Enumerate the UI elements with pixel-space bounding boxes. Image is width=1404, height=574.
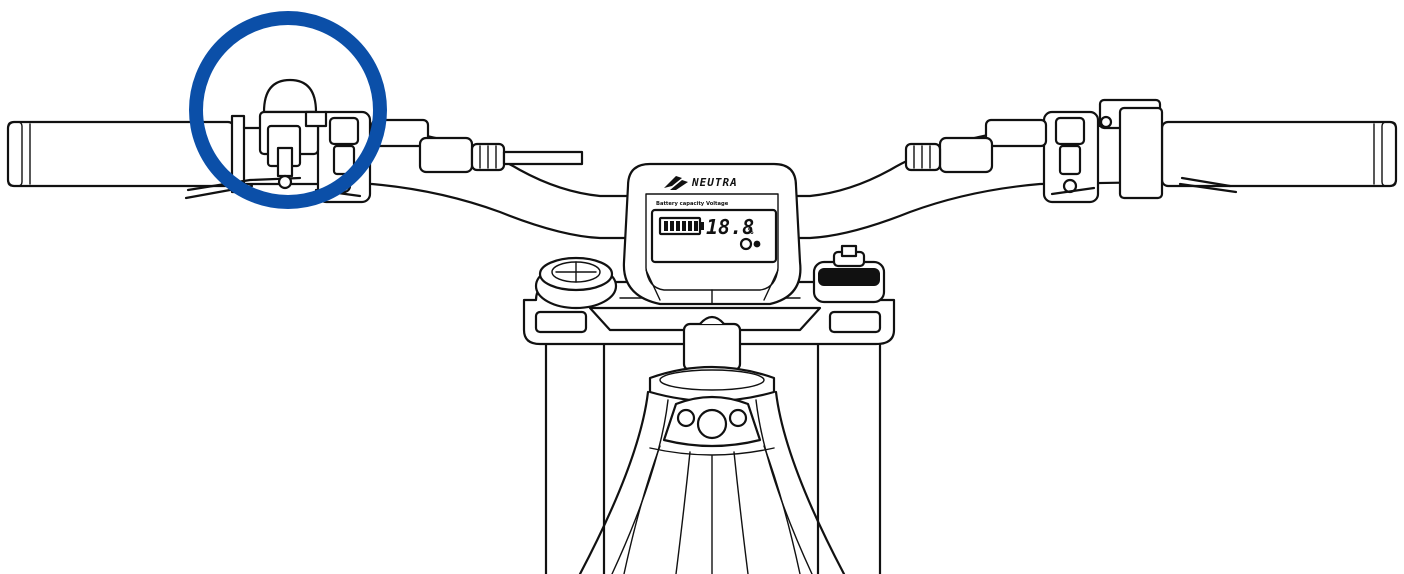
display-reading: 18.8 — [706, 215, 754, 239]
right-brake-assembly — [904, 110, 1100, 204]
left-fork-cap — [534, 256, 618, 310]
right-throttle-housing — [1098, 98, 1238, 200]
left-grip — [6, 114, 246, 194]
fork-tubes — [544, 328, 882, 574]
battery-icon — [658, 216, 704, 236]
display-brand: NEUTRA — [691, 176, 738, 189]
display-unit-label: % — [748, 227, 754, 237]
left-brake-assembly — [314, 110, 584, 204]
right-fork-adjuster — [812, 244, 886, 304]
right-grip — [1160, 120, 1398, 188]
highlight-circle — [189, 11, 387, 209]
front-body — [578, 390, 846, 574]
display-buttons — [739, 237, 761, 251]
bell — [258, 78, 328, 190]
display-caption: Battery capacity Voltage — [656, 201, 729, 207]
stem — [648, 315, 776, 403]
brand-logo-icon — [664, 176, 688, 190]
